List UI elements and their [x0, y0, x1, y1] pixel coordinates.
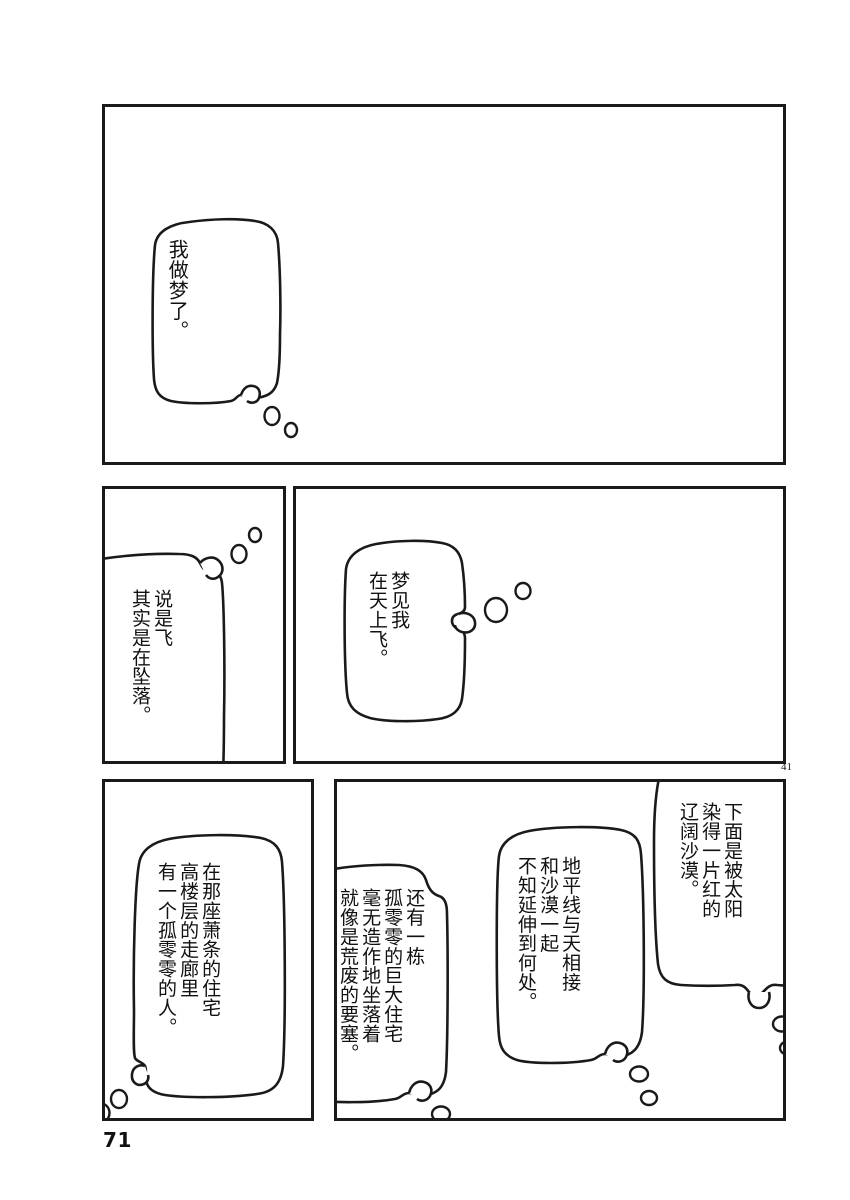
bubble-6-line-2: 和沙漠一起 — [537, 856, 560, 953]
bubble-5-text: 下面是被太阳 染得一片红的 辽阔沙漠。 — [677, 802, 743, 962]
bubble-2-line-1: 说是飞 — [151, 589, 174, 648]
bubble-6-shape — [495, 825, 659, 1107]
thought-bubble-7: 还有一栋 孤零零的巨大住宅 毫无造作地坐落着 就像是荒废的要塞。 — [337, 856, 473, 1118]
bubble-7-line-4: 就像是荒废的要塞。 — [337, 888, 360, 1063]
bubble-3-tail-dot-2 — [514, 581, 532, 601]
panel-1: 我做梦了。 — [102, 104, 786, 465]
bubble-5-tail-dot-2 — [778, 1041, 783, 1055]
bubble-4-tail-dot-1 — [109, 1088, 129, 1110]
bubble-4-shape — [105, 833, 287, 1118]
bubble-1-text: 我做梦了。 — [165, 239, 190, 379]
thought-bubble-3: 梦见我 在天上飞。 — [338, 537, 532, 727]
thought-bubble-4: 在那座萧条的住宅 高楼层的走廊里 有一个孤零零的人。 — [105, 830, 289, 1118]
thought-bubble-2: 说是飞 其实是在坠落。 — [105, 526, 272, 761]
bubble-7-line-1: 还有一栋 — [403, 888, 426, 966]
bubble-2-line-2: 其实是在坠落。 — [129, 589, 152, 725]
bubble-3-shape — [343, 539, 532, 723]
bubble-1-line-1: 我做梦了。 — [165, 239, 190, 341]
bubble-3-line-2: 在天上飞。 — [366, 571, 389, 668]
bubble-5-line-1: 下面是被太阳 — [721, 802, 744, 919]
bubble-6-line-1: 地平线与天相接 — [559, 856, 582, 992]
bubble-4-tail-dot-2 — [105, 1103, 111, 1118]
bubble-6-tail-dot-2 — [639, 1089, 659, 1107]
thought-bubble-1: 我做梦了。 — [141, 217, 299, 439]
panel-4: 在那座萧条的住宅 高楼层的走廊里 有一个孤零零的人。 — [102, 779, 314, 1121]
bubble-7-line-3: 毫无造作地坐落着 — [359, 888, 382, 1044]
bubble-6-tail-dot-1 — [628, 1065, 650, 1083]
bubble-4-line-3: 有一个孤零零的人。 — [155, 862, 178, 1037]
panel-2: 说是飞 其实是在坠落。 — [102, 486, 286, 764]
bubble-2-shape — [105, 526, 263, 761]
thought-bubble-6: 地平线与天相接 和沙漠一起 不知延伸到何处。 — [489, 822, 659, 1107]
page-number: 71 — [103, 1128, 133, 1152]
bubble-4-line-1: 在那座萧条的住宅 — [199, 862, 222, 1018]
bubble-1-shape — [151, 217, 299, 439]
bubble-7-text: 还有一栋 孤零零的巨大住宅 毫无造作地坐落着 就像是荒废的要塞。 — [337, 888, 425, 1078]
bubble-6-text: 地平线与天相接 和沙漠一起 不知延伸到何处。 — [515, 856, 581, 1016]
bubble-7-line-2: 孤零零的巨大住宅 — [381, 888, 404, 1044]
bubble-3-line-1: 梦见我 — [388, 571, 411, 630]
panel-5: 下面是被太阳 染得一片红的 辽阔沙漠。 地平线与天相接 和沙漠一起 不知延伸到何… — [334, 779, 786, 1121]
bubble-2-tail-dot-1 — [230, 543, 248, 565]
bubble-7-shape — [337, 863, 452, 1118]
bubble-7-tail-dot-1 — [430, 1105, 452, 1118]
bubble-2-text: 说是飞 其实是在坠落。 — [129, 589, 174, 761]
bubble-5-tail-dot-1 — [771, 1015, 783, 1033]
bubble-1-tail-dot-2 — [283, 421, 299, 439]
chapter-marker: 41 — [781, 761, 792, 773]
bubble-5-line-2: 染得一片红的 — [699, 802, 722, 919]
thought-bubble-5: 下面是被太阳 染得一片红的 辽阔沙漠。 — [649, 782, 783, 1055]
bubble-2-tail-dot-2 — [247, 526, 263, 544]
bubble-3-tail-dot-1 — [483, 596, 509, 624]
panel-3: 梦见我 在天上飞。 — [293, 486, 786, 764]
bubble-4-text: 在那座萧条的住宅 高楼层的走廊里 有一个孤零零的人。 — [155, 862, 221, 1062]
bubble-5-shape — [652, 782, 783, 1055]
bubble-4-line-2: 高楼层的走廊里 — [177, 862, 200, 998]
bubble-3-text: 梦见我 在天上飞。 — [366, 571, 410, 711]
bubble-6-line-3: 不知延伸到何处。 — [515, 856, 538, 1012]
bubble-1-tail-dot-1 — [263, 405, 281, 427]
bubble-5-line-3: 辽阔沙漠。 — [677, 802, 700, 899]
